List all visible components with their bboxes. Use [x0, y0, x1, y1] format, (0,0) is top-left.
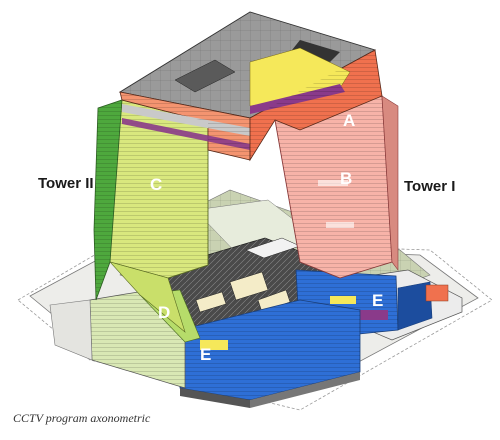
tower-ii	[93, 99, 209, 333]
tower-ii-label: Tower II	[38, 175, 94, 192]
zone-c-label: C	[150, 175, 162, 194]
zone-e-label-east: E	[372, 291, 383, 310]
base-podium-front	[179, 299, 361, 408]
zone-e-label-front: E	[200, 345, 211, 364]
zone-a-label: A	[343, 111, 355, 130]
figure-caption: CCTV program axonometric	[13, 411, 151, 425]
zone-b-label: B	[340, 169, 352, 188]
zone-letters: A B C D E E	[150, 111, 383, 364]
zone-d-label: D	[158, 303, 170, 322]
bridge-overhang	[118, 11, 383, 162]
base-podium-west	[49, 289, 201, 389]
tower-i	[274, 95, 399, 279]
tower-i-label: Tower I	[404, 178, 456, 195]
